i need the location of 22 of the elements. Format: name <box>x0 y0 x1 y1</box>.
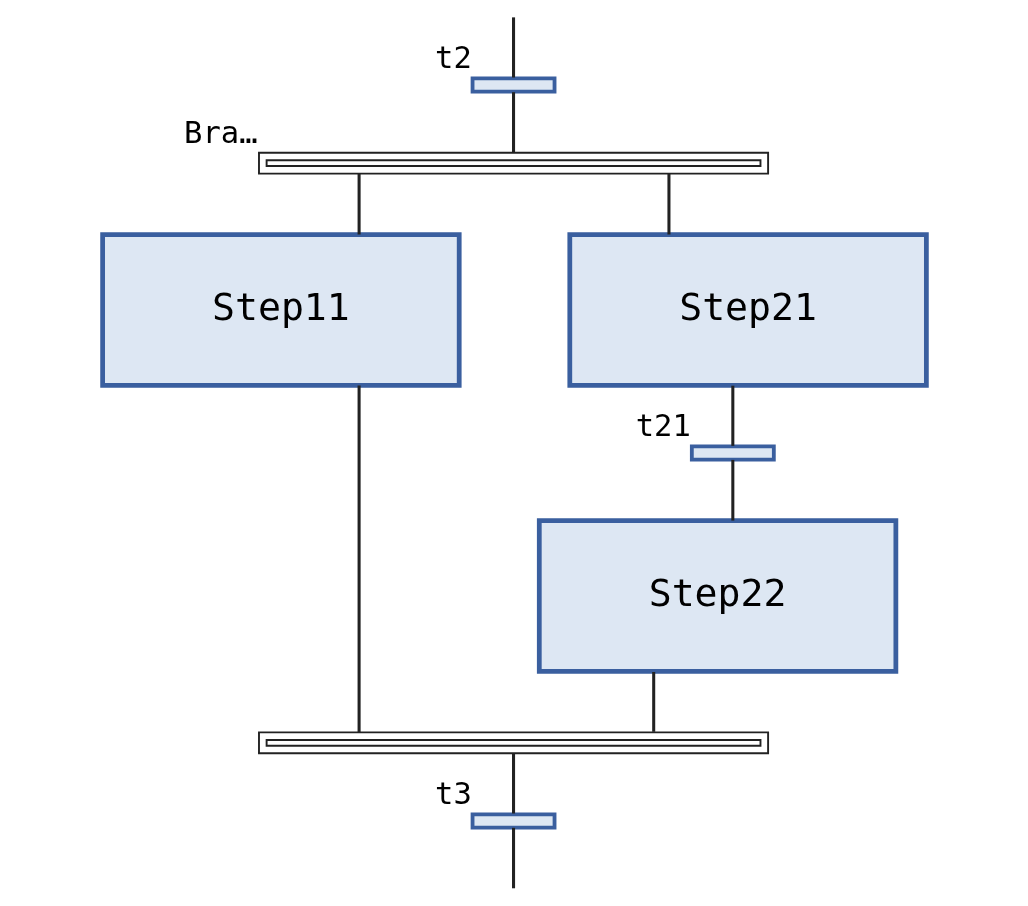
node-label: t21 <box>635 408 691 444</box>
node-label: t3 <box>434 776 472 812</box>
node-box: Step22 <box>536 518 898 674</box>
connector <box>511 92 515 153</box>
connector <box>511 827 515 889</box>
node-box: Step21 <box>566 232 929 388</box>
connector <box>651 672 655 732</box>
node-label: t2 <box>434 40 472 76</box>
node-box: Step11 <box>99 232 462 388</box>
node-bar <box>257 151 769 175</box>
node-bar <box>470 76 556 94</box>
connector <box>730 385 734 446</box>
node-bar <box>689 444 776 462</box>
connector <box>357 385 361 732</box>
connector <box>511 753 515 814</box>
node-bar <box>257 731 769 755</box>
node-label: Bra… <box>183 114 258 150</box>
connector <box>730 459 734 521</box>
node-bar <box>470 812 556 830</box>
connector <box>511 17 515 78</box>
connector <box>666 173 670 235</box>
connector <box>357 173 361 235</box>
